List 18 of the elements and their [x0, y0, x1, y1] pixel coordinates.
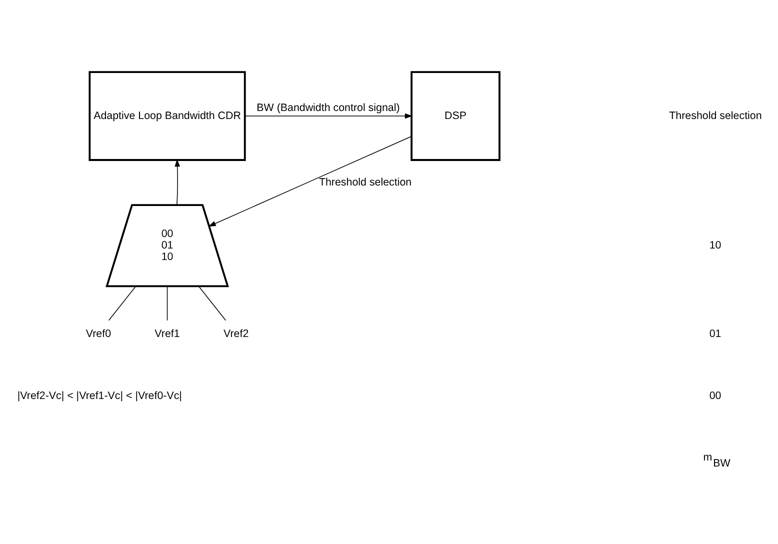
- label: |Vref2-Vc| < |Vref1-Vc| < |Vref0-Vc|: [17, 390, 182, 402]
- connector: [166, 286, 168, 321]
- connector: [198, 286, 226, 321]
- edge-label: BW (Bandwidth control signal): [256, 102, 400, 114]
- label: Threshold selection: [669, 110, 762, 122]
- connector: [108, 286, 136, 321]
- node-box: DSP: [410, 71, 500, 161]
- label: 10: [709, 239, 722, 252]
- arrow: [208, 136, 412, 227]
- node-text: Vref2: [224, 328, 249, 340]
- label: 00: [709, 390, 722, 402]
- arrow: [174, 158, 180, 206]
- edge-label: Threshold selection: [318, 176, 412, 188]
- node-text: Vref1: [154, 328, 180, 340]
- label: 01: [709, 328, 722, 340]
- node-box: Adaptive Loop Bandwidth CDR: [88, 71, 246, 161]
- arrow: [244, 113, 413, 119]
- node-text: Vref0: [86, 328, 112, 340]
